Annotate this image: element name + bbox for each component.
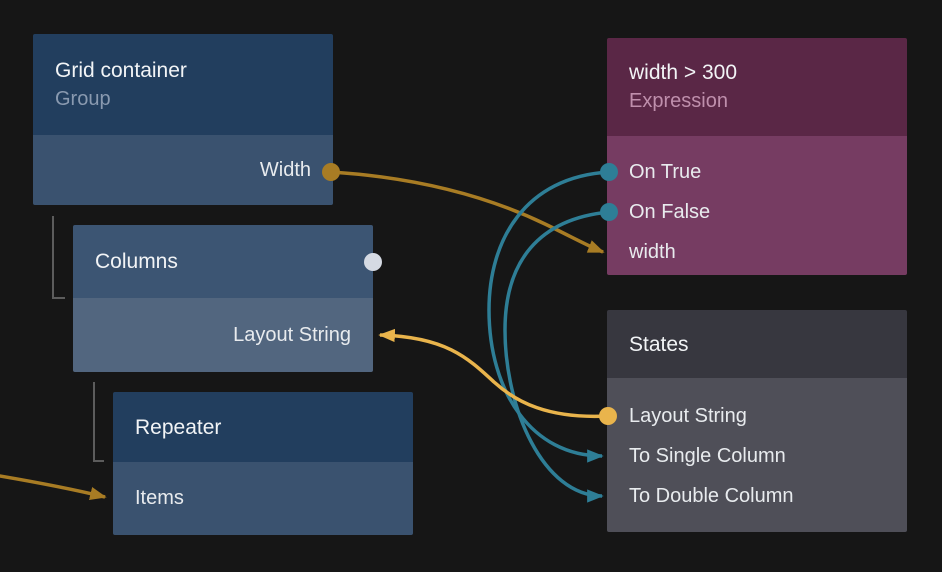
node-columns-ports: Layout String	[73, 298, 373, 372]
port-dot-states-layout-string[interactable]	[599, 407, 617, 425]
port-dot-width-output[interactable]	[322, 163, 340, 181]
node-repeater-ports: Items	[113, 462, 413, 535]
wire-states-layout-string-to-columns[interactable]	[378, 328, 609, 419]
wire-offscreen-to-repeater-items[interactable]	[0, 474, 107, 500]
node-expression[interactable]: width > 300 Expression On True On False …	[607, 38, 907, 275]
port-items-input[interactable]: Items	[135, 486, 184, 509]
wire-on-true-to-single-column[interactable]	[487, 170, 610, 463]
node-grid-container-header[interactable]: Grid container Group	[33, 34, 333, 135]
node-grid-container[interactable]: Grid container Group Width	[33, 34, 333, 205]
port-dot-on-false[interactable]	[600, 203, 618, 221]
port-on-false-output[interactable]: On False	[629, 200, 711, 223]
node-title: Repeater	[135, 415, 222, 439]
node-title: width > 300	[629, 61, 737, 84]
node-states-ports: Layout String To Single Column To Double…	[607, 378, 907, 532]
port-dot-columns-unconnected[interactable]	[364, 253, 382, 271]
node-repeater-header[interactable]: Repeater	[113, 392, 413, 462]
tree-connector-columns-to-repeater	[93, 382, 104, 462]
node-title: Columns	[95, 250, 178, 273]
wire-width-to-expression-width[interactable]	[330, 170, 605, 254]
node-states-header[interactable]: States	[607, 310, 907, 378]
node-subtitle: Group	[55, 87, 111, 110]
node-title: Grid container	[55, 58, 187, 82]
node-expression-ports: On True On False width	[607, 136, 907, 275]
node-columns-header[interactable]: Columns	[73, 225, 373, 298]
port-width-input[interactable]: width	[629, 240, 676, 263]
port-layout-string-input[interactable]: Layout String	[233, 323, 351, 346]
wire-on-false-to-double-column[interactable]	[503, 210, 610, 503]
node-expression-header[interactable]: width > 300 Expression	[607, 38, 907, 136]
node-subtitle: Expression	[629, 90, 728, 112]
port-width-output[interactable]: Width	[259, 158, 311, 181]
node-states[interactable]: States Layout String To Single Column To…	[607, 310, 907, 532]
port-to-double-column-input[interactable]: To Double Column	[629, 484, 794, 507]
port-dot-on-true[interactable]	[600, 163, 618, 181]
tree-connector-grid-to-columns	[52, 216, 65, 299]
node-repeater[interactable]: Repeater Items	[113, 392, 413, 535]
node-title: States	[629, 332, 689, 356]
port-to-single-column-input[interactable]: To Single Column	[629, 444, 786, 467]
node-columns[interactable]: Columns Layout String	[73, 225, 373, 372]
port-on-true-output[interactable]: On True	[629, 160, 702, 183]
port-layout-string-output[interactable]: Layout String	[629, 404, 747, 427]
node-grid-container-ports: Width	[33, 135, 333, 205]
